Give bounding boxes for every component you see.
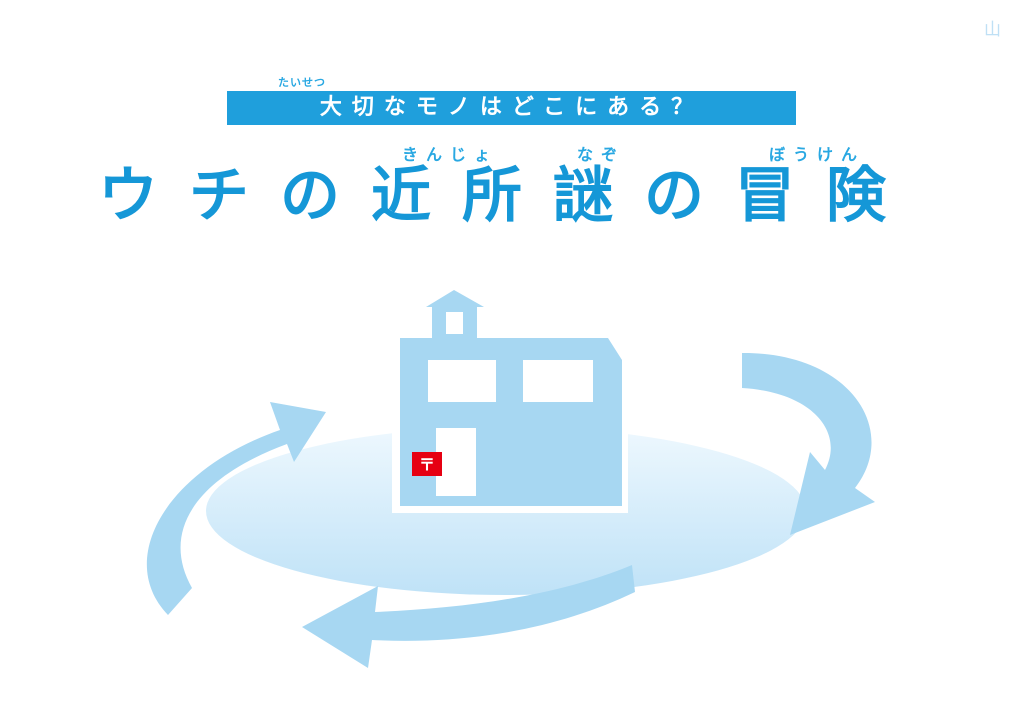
house-door (436, 428, 476, 496)
house-tower-window (446, 312, 463, 334)
arrow-right-icon (742, 352, 875, 535)
subtitle-ruby: たいせつ (278, 76, 326, 89)
page-title: ウチの近所謎の冒険 (98, 161, 917, 231)
postbox-icon: 〒 (412, 452, 442, 476)
title-ruby-kinjo: きんじょ (402, 145, 499, 164)
corner-logo-icon: 山 (984, 20, 1001, 40)
title-ruby-nazo: なぞ (577, 145, 626, 164)
house-tower-roof (426, 290, 484, 307)
subtitle-banner: 大切なモノはどこにある？ (227, 91, 796, 125)
house-window-left (428, 360, 496, 402)
circular-arrows-icon (146, 352, 875, 668)
arrow-left-top-icon (146, 402, 326, 615)
arrow-bottom-icon (302, 565, 635, 668)
subtitle-text: 大切なモノはどこにある？ (319, 95, 704, 120)
house-window-right (523, 360, 593, 402)
town-illustration: 〒 (146, 290, 875, 668)
title-ruby-bouken: ぼうけん (769, 145, 866, 164)
postbox-mark: 〒 (419, 455, 435, 474)
house-icon (392, 290, 628, 513)
